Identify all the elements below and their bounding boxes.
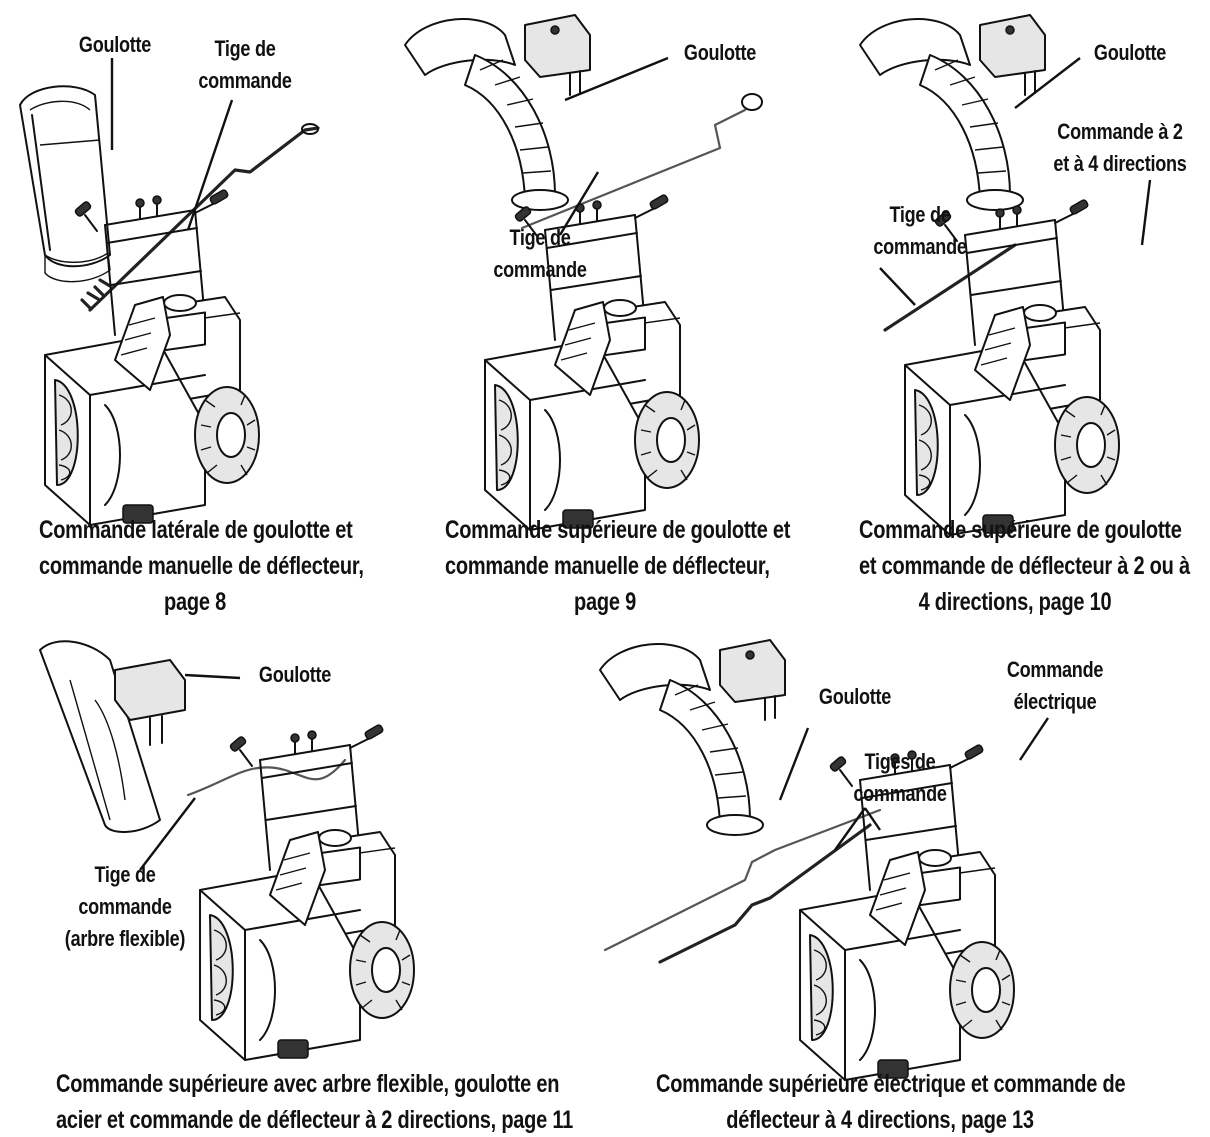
panel-4-flexible-shaft xyxy=(186,758,347,797)
panel-3-control-rod xyxy=(883,243,1017,332)
panel-1-rod-label-line2: commande xyxy=(198,68,292,93)
panel-4-chute-leader xyxy=(184,673,241,680)
panel-3-caption-line3: 4 directions, page 10 xyxy=(918,588,1112,616)
panel-2-rod-label-line2: commande xyxy=(493,257,587,282)
panel-2-chute-label: Goulotte xyxy=(683,40,757,65)
panel-2-caption-line2: commande manuelle de déflecteur, xyxy=(445,552,770,580)
panel-1-chute-drawing xyxy=(19,85,111,283)
panel-5-caption-line2: déflecteur à 4 directions, page 13 xyxy=(726,1106,1034,1134)
panel-4-rod-leader xyxy=(139,797,196,871)
panel-3-rod-label-line2: commande xyxy=(873,234,967,259)
panel-5-control-label-line1: Commande xyxy=(1006,657,1104,682)
panel-4-caption-line1: Commande supérieure avec arbre flexible,… xyxy=(56,1070,560,1098)
panel-3-control-leader xyxy=(1140,179,1152,246)
panel-4-illustration xyxy=(39,640,415,1061)
panel-2-caption-line3: page 9 xyxy=(574,588,636,616)
panel-3-chute-label: Goulotte xyxy=(1093,40,1167,65)
panel-5-control-rod-2 xyxy=(658,823,872,964)
panel-5-control-leader xyxy=(1019,717,1049,761)
panel-1-caption-line3: page 8 xyxy=(164,588,226,616)
panel-1-caption-line1: Commande latérale de goulotte et xyxy=(39,516,353,544)
panel-5-caption-line1: Commande supérieure électrique et comman… xyxy=(656,1070,1126,1098)
panel-5-illustration xyxy=(599,639,1049,1081)
panel-5-control-label-line2: électrique xyxy=(1013,689,1097,714)
panel-5-rods-label-line2: commande xyxy=(853,781,947,806)
panel-3-rod-label-line1: Tige de xyxy=(889,202,951,227)
panel-3-caption-line2: et commande de déflecteur à 2 ou à xyxy=(859,552,1190,580)
panel-4-chute-drawing xyxy=(39,640,161,833)
panel-3-rod-leader xyxy=(879,267,916,306)
panel-4-rod-label-line2: commande xyxy=(78,894,172,919)
panel-1-rod-label-line1: Tige de xyxy=(214,36,276,61)
panel-4-rod-label-line1: Tige de xyxy=(94,862,156,887)
panel-5-chute-leader xyxy=(778,727,810,801)
panel-3-control-label-line2: et à 4 directions xyxy=(1053,151,1187,176)
panel-3-control-label-line1: Commande à 2 xyxy=(1057,119,1183,144)
panel-2-rod-label-line1: Tige de xyxy=(509,225,571,250)
panel-3-chute-drawing xyxy=(859,14,1046,211)
panel-2-illustration xyxy=(404,14,763,532)
panel-1-illustration xyxy=(19,58,320,527)
panel-3-caption-line1: Commande supérieure de goulotte xyxy=(859,516,1182,544)
panel-1-control-rod xyxy=(88,126,320,312)
panel-4-rod-label-line3: (arbre flexible) xyxy=(64,926,186,951)
panel-5-rods-label-line1: Tiges de xyxy=(864,749,936,774)
panel-1-caption-line2: commande manuelle de déflecteur, xyxy=(39,552,364,580)
panel-2-chute-leader xyxy=(564,56,669,102)
panel-4-caption-line2: acier et commande de déflecteur à 2 dire… xyxy=(56,1106,574,1134)
panel-2-caption-line1: Commande supérieure de goulotte et xyxy=(445,516,791,544)
panel-2-rod-leader xyxy=(558,171,600,236)
panel-5-chute-label: Goulotte xyxy=(818,684,892,709)
panel-1-chute-label: Goulotte xyxy=(78,32,152,57)
panel-2-chute-drawing xyxy=(404,14,591,211)
panel-4-snow-thrower xyxy=(199,723,415,1061)
panel-2-control-rod xyxy=(520,108,747,230)
panel-3-chute-leader xyxy=(1014,57,1081,109)
panel-4-chute-label: Goulotte xyxy=(258,662,332,687)
panel-5-chute-drawing xyxy=(599,639,786,836)
panel-3-illustration xyxy=(859,14,1152,537)
panel-1-rod-leader xyxy=(186,99,234,231)
panel-5-rods-leader xyxy=(834,807,881,851)
panel-5-control-rod-1 xyxy=(603,808,882,952)
